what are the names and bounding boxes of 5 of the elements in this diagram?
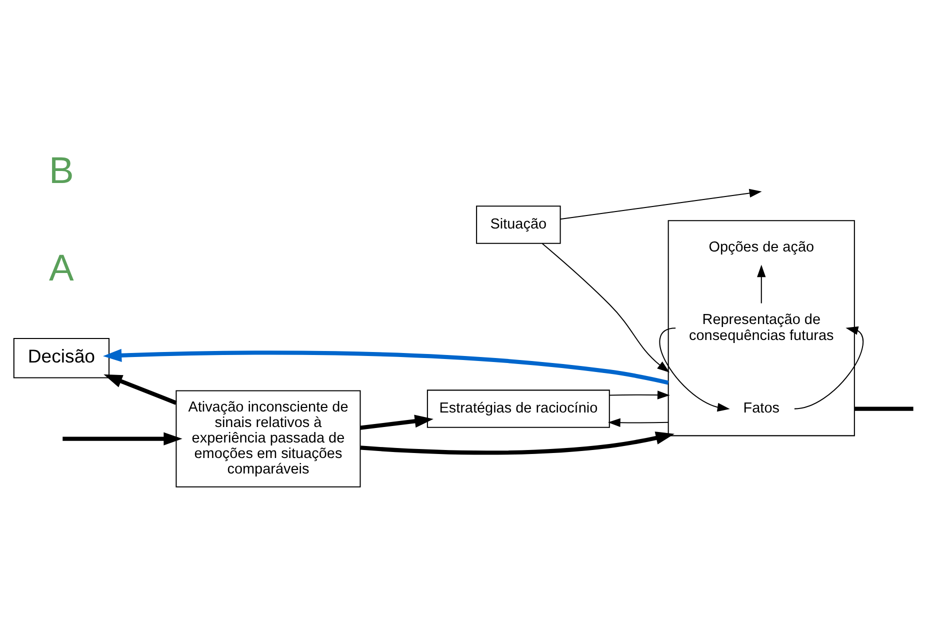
node-text: Representação de consequências futuras <box>688 312 834 344</box>
node-text: Fatos <box>742 400 779 417</box>
node-text: Opções de ação <box>708 239 814 256</box>
label: A <box>48 246 74 288</box>
label: B <box>48 149 74 192</box>
